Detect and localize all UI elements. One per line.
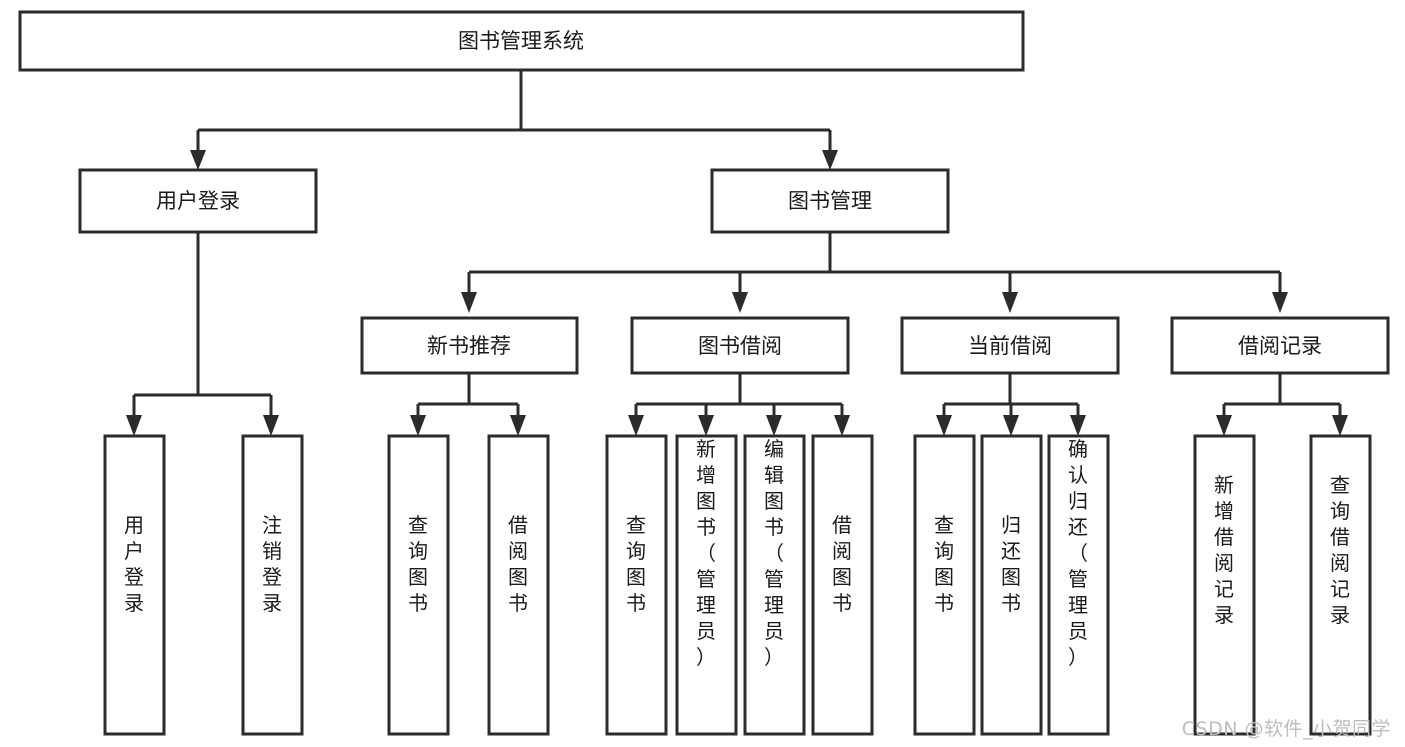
leaf-return-book-box[interactable] [980,434,1043,736]
leaf-query-record-box[interactable] [1309,434,1372,736]
leaf-query-record[interactable]: 查询借阅记录 [1309,434,1372,736]
node-new-book-recommend-box[interactable] [360,316,579,375]
arrow-to-leaf-borrow-book-2 [834,415,850,436]
leaf-add-book[interactable]: 新增图书（管理员） [675,434,738,736]
node-root-box[interactable] [18,10,1025,72]
leaf-user-login[interactable]: 用户登录 [103,434,166,736]
leaf-confirm-return[interactable]: 确认归还（管理员） [1047,434,1110,736]
arrow-to-leaf-borrow-book-1 [510,415,526,436]
leaf-user-login-box[interactable] [103,434,166,736]
leaf-borrow-book-1-label: 借阅图书 [508,513,528,615]
arrow-to-leaf-query-record [1332,415,1348,436]
arrow-to-book-manage [822,150,838,170]
leaf-confirm-return-label: 确认归还（管理员） [1068,437,1088,669]
node-user-login-label: 用户登录 [156,189,240,213]
leaf-add-record-box[interactable] [1193,434,1256,736]
leaf-edit-book-label: 编辑图书（管理员） [764,437,784,669]
arrow-to-leaf-user-login [126,415,142,436]
node-borrow-record-label: 借阅记录 [1238,334,1322,358]
connector-root-to-level2 [196,70,832,154]
leaf-query-book-1[interactable]: 查询图书 [387,434,450,736]
leaf-user-login-label: 用户登录 [124,513,144,615]
leaf-edit-book-box[interactable] [743,434,806,736]
arrow-to-leaf-edit-book [766,415,782,436]
leaf-borrow-book-2[interactable]: 借阅图书 [811,434,874,736]
connector-book-manage-to-level3 [467,232,1282,296]
node-borrow-record-box[interactable] [1170,316,1390,375]
node-current-borrow-label: 当前借阅 [968,334,1052,358]
leaf-borrow-book-1-box[interactable] [487,434,550,736]
node-current-borrow[interactable]: 当前借阅 [900,316,1120,375]
leaf-query-book-2-box[interactable] [605,434,668,736]
node-book-borrow-label: 图书借阅 [698,334,782,358]
node-book-manage[interactable]: 图书管理 [710,168,950,234]
node-root[interactable]: 图书管理系统 [18,10,1025,72]
node-current-borrow-box[interactable] [900,316,1120,375]
leaf-query-book-2-label: 查询图书 [626,513,646,615]
connector-layer [126,70,1348,436]
leaf-query-book-3-box[interactable] [913,434,976,736]
node-root-label: 图书管理系统 [458,29,584,53]
connector-current-to-leaves [942,373,1080,419]
arrow-to-leaf-query-book-2 [628,415,644,436]
leaf-add-book-label: 新增图书（管理员） [696,437,716,669]
arrow-to-leaf-query-book-3 [936,415,952,436]
leaf-add-record[interactable]: 新增借阅记录 [1193,434,1256,736]
connector-record-to-leaves [1222,373,1342,419]
node-user-login[interactable]: 用户登录 [78,168,318,234]
leaf-logout[interactable]: 注销登录 [241,434,304,736]
connector-user-login-to-leaves [132,232,273,419]
connector-recommend-to-leaves [416,373,520,419]
leaf-confirm-return-box[interactable] [1047,434,1110,736]
leaf-return-book[interactable]: 归还图书 [980,434,1043,736]
arrow-to-current-borrow [1002,292,1018,313]
node-book-borrow-box[interactable] [630,316,850,375]
arrow-to-leaf-confirm-return [1070,415,1086,436]
leaf-borrow-book-2-box[interactable] [811,434,874,736]
arrow-to-book-borrow [732,292,748,313]
arrow-to-leaf-logout [263,415,279,436]
leaf-query-book-1-label: 查询图书 [408,513,428,615]
arrow-to-borrow-record [1272,292,1288,313]
node-book-borrow[interactable]: 图书借阅 [630,316,850,375]
arrow-to-leaf-return-book [1003,415,1019,436]
arrow-to-leaf-add-book [698,415,714,436]
leaf-borrow-book-1[interactable]: 借阅图书 [487,434,550,736]
leaf-query-book-1-box[interactable] [387,434,450,736]
leaf-query-book-2[interactable]: 查询图书 [605,434,668,736]
node-book-manage-label: 图书管理 [788,189,872,213]
node-new-book-recommend-label: 新书推荐 [427,334,511,358]
leaf-borrow-book-2-label: 借阅图书 [832,513,852,615]
leaf-add-book-box[interactable] [675,434,738,736]
arrow-to-leaf-add-record [1216,415,1232,436]
connector-borrow-to-leaves [634,373,844,419]
leaf-return-book-label: 归还图书 [1001,513,1021,615]
arrow-to-user-login [190,150,206,170]
leaf-edit-book[interactable]: 编辑图书（管理员） [743,434,806,736]
arrow-to-leaf-query-book-1 [410,415,426,436]
arrow-to-new-book-recommend [461,292,477,313]
leaf-logout-label: 注销登录 [262,513,282,615]
leaf-logout-box[interactable] [241,434,304,736]
node-borrow-record[interactable]: 借阅记录 [1170,316,1390,375]
node-user-login-box[interactable] [78,168,318,234]
leaf-query-book-3[interactable]: 查询图书 [913,434,976,736]
leaf-add-record-label: 新增借阅记录 [1214,473,1234,627]
node-book-manage-box[interactable] [710,168,950,234]
leaf-query-book-3-label: 查询图书 [934,513,954,615]
leaf-query-record-label: 查询借阅记录 [1330,473,1350,627]
node-new-book-recommend[interactable]: 新书推荐 [360,316,579,375]
